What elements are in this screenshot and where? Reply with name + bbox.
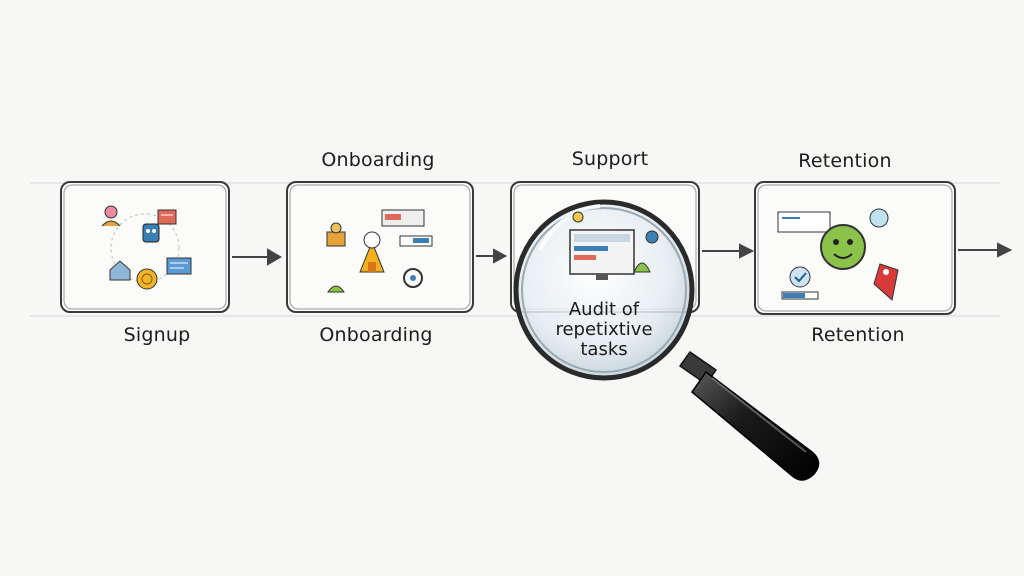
- robot-icon: [645, 230, 659, 244]
- signup-icons: [101, 205, 192, 290]
- arrow-2: [476, 248, 508, 264]
- retention-icons: [777, 208, 899, 301]
- progress-icon: [781, 291, 819, 300]
- form-icon: [399, 235, 433, 247]
- magnifier-lens: [513, 199, 695, 381]
- stage-box-retention: [754, 181, 956, 315]
- magnifier-handle: [678, 350, 820, 481]
- smiley-icon: [820, 224, 866, 270]
- checkmark-icon: [789, 266, 811, 288]
- magnifier-caption: Audit of repetixtive tasks: [534, 300, 674, 360]
- stage-top-label-onboarding: Onboarding: [321, 149, 435, 171]
- window-icon: [381, 209, 425, 227]
- arrow-4: [958, 242, 1013, 258]
- plant-icon: [633, 262, 651, 273]
- stage-bottom-label-signup: Signup: [123, 324, 191, 346]
- stage-bottom-label-retention: Retention: [811, 324, 905, 346]
- coin-icon: [136, 268, 158, 290]
- magnifier-caption-line-1: Audit of: [568, 299, 640, 320]
- arrow-1: [232, 248, 282, 266]
- stage-top-label-support: Support: [571, 148, 649, 170]
- onboarding-icons: [326, 209, 433, 293]
- arrow-3: [702, 243, 755, 259]
- lightbulb-icon: [572, 211, 584, 223]
- gear-icon: [403, 268, 423, 288]
- chart-icon: [166, 257, 192, 275]
- house-icon: [109, 260, 131, 281]
- stage-bottom-label-onboarding: Onboarding: [319, 324, 433, 346]
- monitor-icon: [569, 229, 635, 280]
- chat-icon: [869, 208, 889, 228]
- tag-icon: [873, 263, 899, 301]
- window-icon: [777, 211, 831, 233]
- stage-box-onboarding: [286, 181, 474, 313]
- plant-icon: [327, 285, 345, 293]
- magnifier-caption-line-2: repetixtive: [555, 319, 653, 340]
- briefcase-icon: [326, 222, 346, 247]
- magnifier-caption-line-3: tasks: [580, 339, 628, 360]
- user-icon: [101, 205, 121, 227]
- stage-box-signup: [60, 181, 230, 313]
- stage-top-label-retention: Retention: [798, 150, 892, 172]
- rocket-icon: [359, 231, 385, 273]
- robot-icon: [142, 223, 160, 243]
- clipboard-icon: [157, 209, 177, 225]
